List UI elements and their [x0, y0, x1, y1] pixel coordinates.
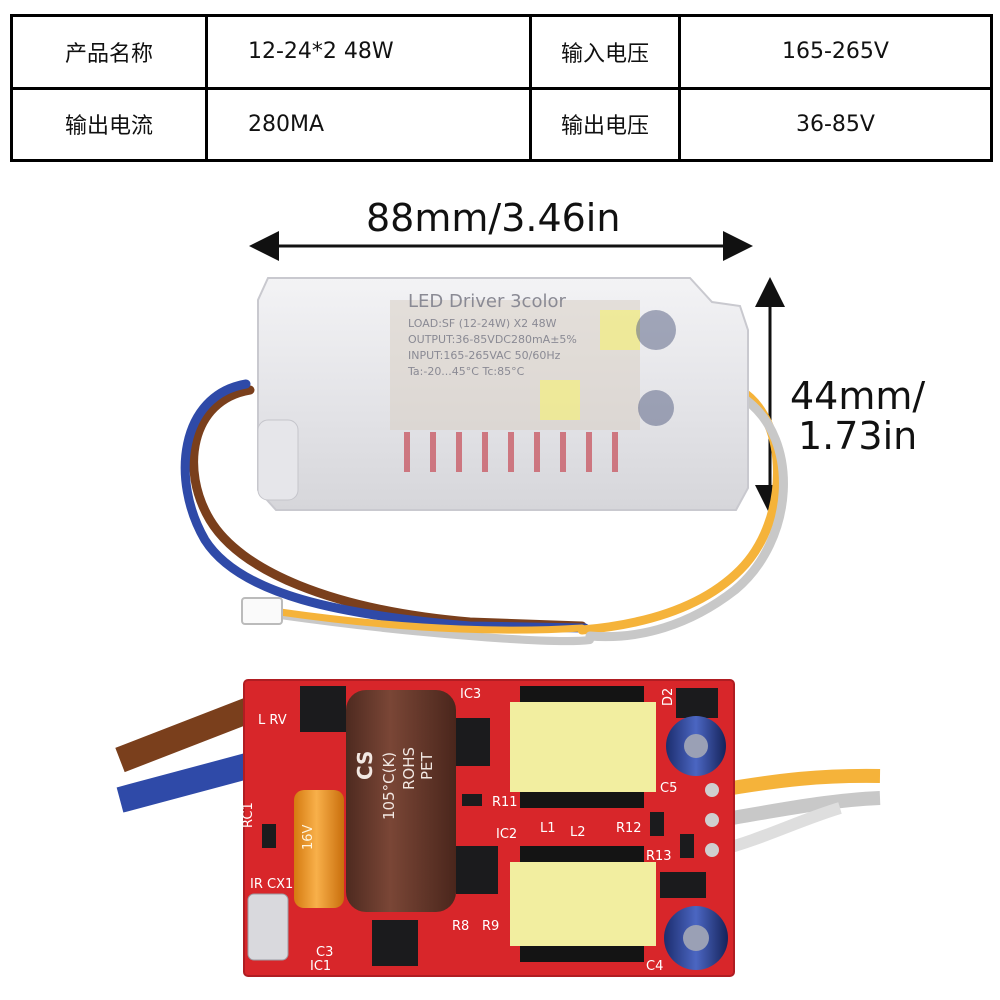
- silk-c3: C3: [316, 945, 333, 960]
- driver-label-output: OUTPUT:36-85VDC280mA±5%: [408, 333, 577, 346]
- height-dimension-line1: 44mm/: [790, 374, 926, 418]
- silk-l2: L2: [570, 825, 586, 840]
- driver-label-temp: Ta:-20...45°C Tc:85°C: [407, 365, 525, 378]
- silk-ic2: IC2: [496, 827, 517, 842]
- silk-rc1: RC1: [241, 802, 256, 828]
- table-row: 产品名称 12-24*2 48W 输入电压 165-265V: [10, 14, 993, 90]
- silk-cx1: IR CX1: [250, 877, 293, 892]
- driver-label-title: LED Driver 3color: [408, 291, 566, 312]
- wire-connector: [241, 597, 283, 625]
- height-dimension-label: 44mm/ 1.73in: [790, 376, 925, 456]
- silk-c5: C5: [660, 781, 677, 796]
- cap-large-text-1: CS: [353, 751, 377, 780]
- silk-r13: R13: [646, 849, 672, 864]
- input-voltage-value: 165-265V: [678, 14, 993, 90]
- cap-large-text-3: ROHS: [400, 747, 418, 790]
- output-voltage-label: 输出电压: [529, 86, 681, 162]
- product-name-label: 产品名称: [10, 14, 208, 90]
- silk-d2: D2: [661, 688, 676, 706]
- cap-small-text: 16V: [301, 824, 316, 850]
- cap-large-text-2: 105°C(K): [380, 752, 398, 820]
- output-voltage-value: 36-85V: [678, 86, 993, 162]
- silk-r8: R8: [452, 919, 469, 934]
- product-name-value: 12-24*2 48W: [205, 14, 532, 90]
- driver-wires: [180, 379, 788, 645]
- silk-l1: L1: [540, 821, 556, 836]
- silk-r11: R11: [492, 795, 518, 810]
- silk-r9: R9: [482, 919, 499, 934]
- silk-ic1: IC1: [310, 959, 331, 974]
- pcb-output-wires: [718, 768, 881, 856]
- silk-r12: R12: [616, 821, 642, 836]
- silk-lrv: L RV: [258, 713, 287, 728]
- cap-large-text-4: PET: [418, 751, 436, 780]
- height-dimension-line2: 1.73in: [797, 414, 918, 458]
- input-voltage-label: 输入电压: [529, 14, 681, 90]
- spec-table: 产品名称 12-24*2 48W 输入电压 165-265V 输出电流 280M…: [10, 14, 993, 162]
- pcb-board: CS 105°C(K) ROHS PET 16V IC3 IC2 IC1 L1 …: [241, 679, 735, 977]
- silk-ic3: IC3: [460, 687, 481, 702]
- output-current-label: 输出电流: [10, 86, 208, 162]
- table-row: 输出电流 280MA 输出电压 36-85V: [10, 86, 993, 162]
- driver-label-input: INPUT:165-265VAC 50/60Hz: [408, 349, 561, 362]
- silk-c4: C4: [646, 959, 663, 974]
- driver-case: LED Driver 3color LOAD:SF (12-24W) X2 48…: [257, 277, 749, 511]
- driver-label-load: LOAD:SF (12-24W) X2 48W: [408, 317, 557, 330]
- output-current-value: 280MA: [205, 86, 532, 162]
